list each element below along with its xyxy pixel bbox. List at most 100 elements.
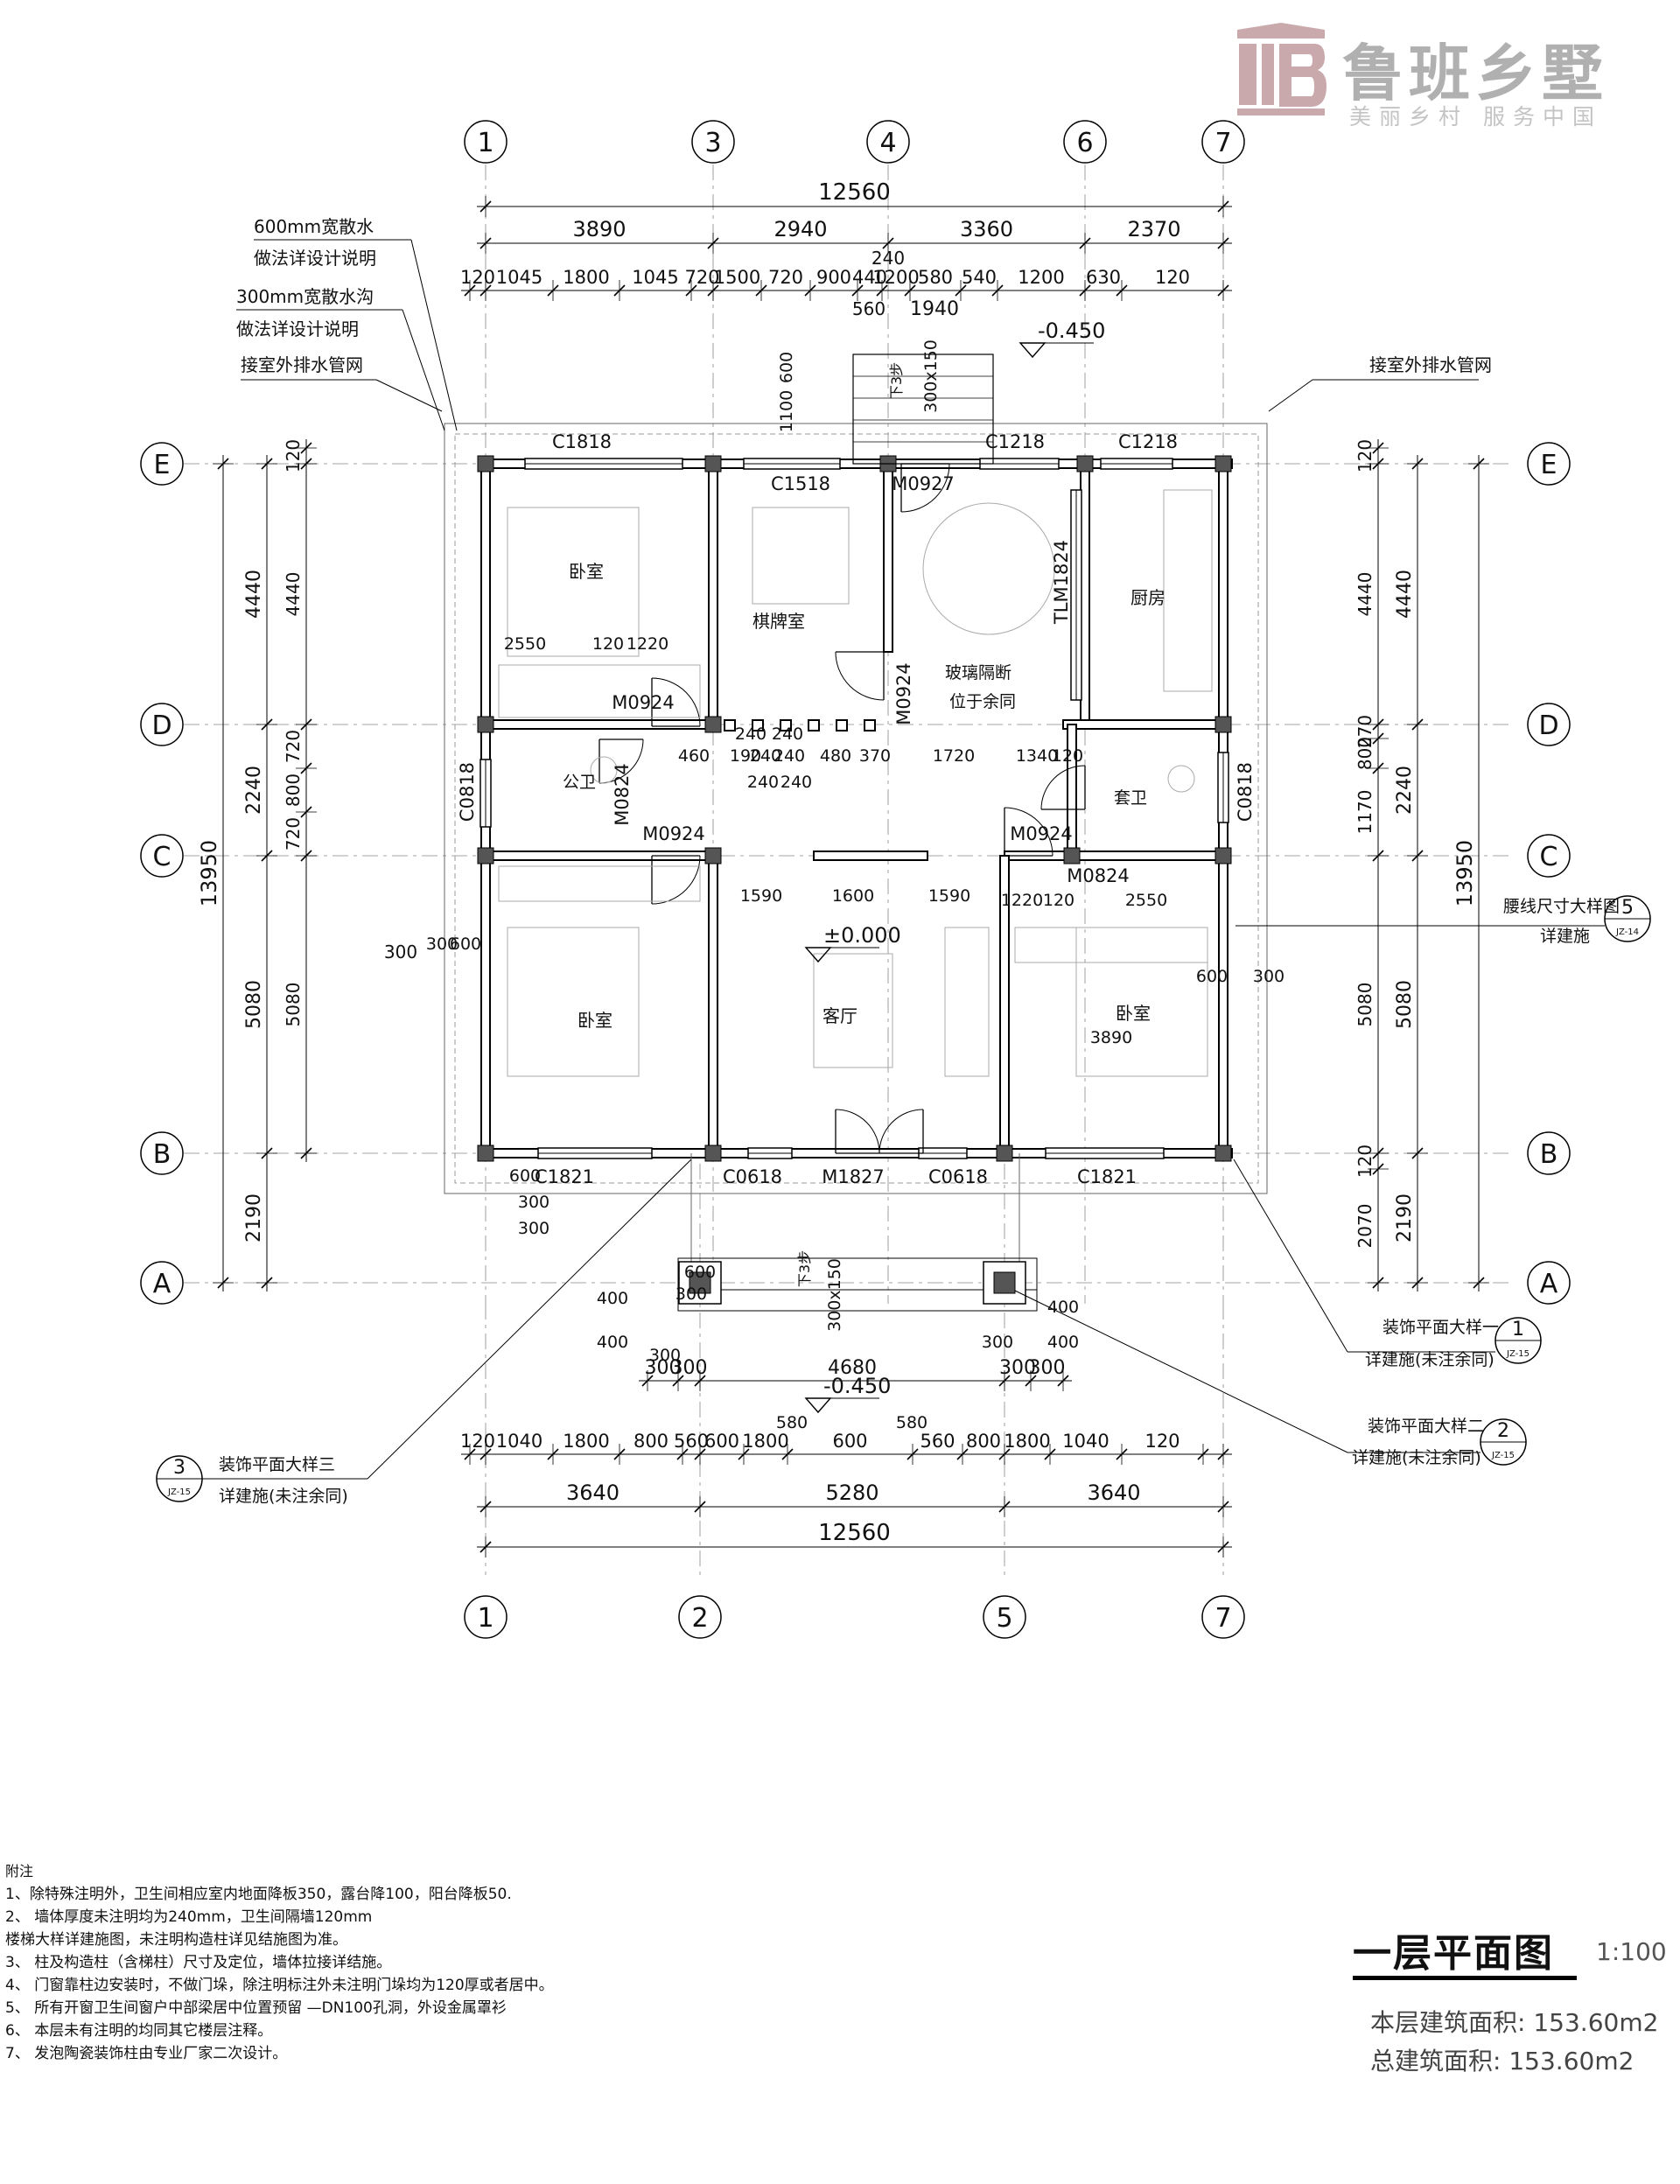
axis-bubble [464, 120, 508, 164]
dim-tick [300, 1147, 312, 1159]
axis-label: 3 [704, 128, 721, 158]
opening-tag: TLM1824 [1051, 540, 1072, 625]
dim-text: 300x150 [825, 1258, 844, 1332]
dim-tick [261, 1277, 273, 1289]
dim-tick [300, 806, 312, 818]
axis-label: C [1540, 842, 1558, 872]
dim-text: 5080 [1354, 983, 1376, 1027]
detail-ref-sheet: JZ-15 [167, 1488, 191, 1497]
dim-text: 1340 [1016, 746, 1058, 766]
dim-text: 1590 [740, 886, 782, 906]
dim-text: 1800 [563, 1431, 609, 1452]
dim-tick [641, 1375, 654, 1387]
dim-tick [480, 284, 492, 297]
dim-tick [998, 1501, 1011, 1513]
dim-tick [1372, 442, 1384, 454]
elevation-label: -0.450 [1038, 318, 1105, 343]
axis-bubble [678, 1595, 722, 1639]
room-label: 卧室 [569, 561, 604, 582]
opening-tag: M0924 [642, 823, 705, 844]
dim-text: 300 [671, 1357, 708, 1379]
dim-text: 560 [674, 1431, 709, 1452]
axis-label: 5 [996, 1603, 1012, 1634]
room-label: 公卫 [563, 773, 596, 792]
dim-tick [707, 284, 719, 297]
dim-text: 560 [920, 1431, 955, 1452]
dim-text: 4440 [283, 572, 304, 617]
dim-text: 300 [384, 942, 417, 962]
opening-tag: C1518 [771, 473, 830, 494]
note-item: 5、 所有开窗卫生间窗户中部梁居中位置预留 —DN100孔洞，外设金属罩衫 [5, 1999, 507, 2017]
dim-tick [480, 1541, 492, 1553]
dim-tick [217, 458, 229, 470]
dim-text: 240 [750, 746, 781, 766]
dim-text: 1040 [1062, 1431, 1109, 1452]
callout-text: 详建施(未注余同) [219, 1487, 348, 1506]
door-swing [900, 463, 950, 513]
dim-text: 3640 [1087, 1480, 1140, 1505]
dim-tick [261, 718, 273, 731]
porch-step [677, 1289, 1038, 1312]
partition-label: 玻璃隔断 [945, 663, 1012, 682]
dim-text: 1940 [910, 298, 959, 320]
axis-label: A [1540, 1269, 1558, 1299]
dim-text: 3360 [960, 217, 1013, 242]
dim-text: 300 [1253, 967, 1284, 986]
dim-tick [755, 284, 767, 297]
door-swing [1004, 807, 1054, 857]
opening-tag: C1218 [1118, 431, 1178, 452]
dim-tick [480, 1448, 492, 1460]
glass-partition-post [836, 719, 848, 732]
dim-tick [672, 1375, 684, 1387]
dim-text: 300 [676, 1284, 707, 1304]
structural-column [1214, 455, 1232, 472]
dim-text: 300 [426, 934, 458, 954]
dim-tick [547, 1448, 559, 1460]
dim-text: 630 [1086, 267, 1121, 288]
dim-tick [694, 1375, 706, 1387]
callout-leader [1268, 379, 1313, 412]
dim-text: 400 [1047, 1333, 1079, 1352]
dim-text: 440 [852, 267, 887, 288]
elevation-mark [804, 1397, 832, 1414]
dim-text: 5080 [1394, 980, 1416, 1029]
wardrobe [498, 865, 701, 902]
dim-tick [694, 1448, 706, 1460]
structural-column [1063, 847, 1081, 864]
dim-text: 240 [772, 724, 803, 744]
room-label: 厨房 [1130, 587, 1166, 608]
dim-tick [998, 1375, 1011, 1387]
floor-area-value: 153.60m2 [1533, 2008, 1659, 2037]
dim-tick [480, 200, 492, 213]
coffee-table [813, 953, 893, 1068]
opening-tag: M0924 [612, 692, 675, 713]
dim-tick [1372, 850, 1384, 862]
dim-tick [480, 1501, 492, 1513]
bed [507, 507, 640, 657]
axis-label: 7 [1214, 128, 1231, 158]
detail-ref-sheet: JZ-15 [1491, 1451, 1515, 1460]
dim-tick [851, 284, 864, 297]
dim-text: 300 [649, 1346, 681, 1365]
axis-bubble [140, 1261, 184, 1305]
dim-tick [1079, 237, 1091, 249]
dim-tick [707, 237, 719, 249]
door-swing [651, 855, 701, 905]
structural-column [704, 1144, 722, 1162]
structural-column [1214, 1144, 1232, 1162]
dim-tick [685, 284, 697, 297]
dim-tick [217, 1277, 229, 1289]
dim-tick [906, 1448, 919, 1460]
dim-text: 1590 [928, 886, 970, 906]
dim-text: 120 [1354, 439, 1376, 472]
detail-ref-sheet: JZ-15 [1506, 1349, 1530, 1359]
structural-column [1214, 716, 1232, 733]
dim-text: 600 [777, 352, 796, 383]
glass-partition-post [864, 719, 876, 732]
dim-text: 3640 [566, 1480, 620, 1505]
room-label: 客厅 [822, 1005, 858, 1026]
door-leaf [836, 651, 885, 700]
axis-bubble [1527, 442, 1571, 486]
dim-text: 1720 [933, 746, 975, 766]
dim-text: 1800 [742, 1431, 788, 1452]
